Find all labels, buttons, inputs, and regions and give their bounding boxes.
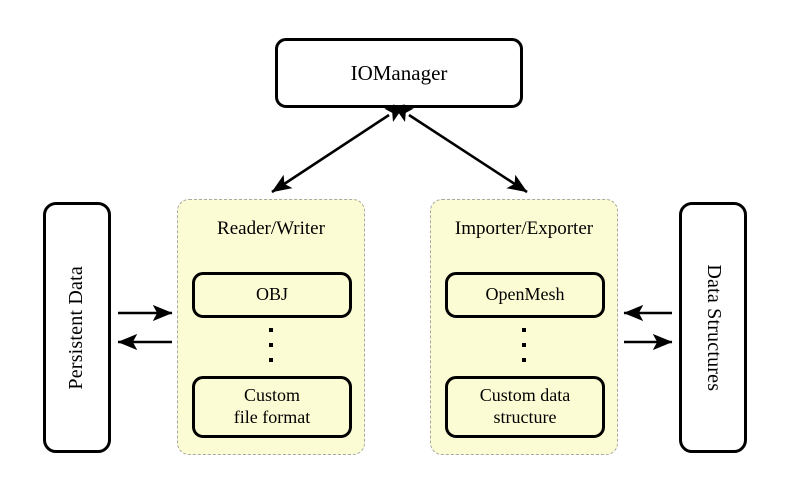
arrow-manager-readerwriter: [271, 104, 406, 194]
panel-item-openmesh-label: OpenMesh: [485, 284, 565, 305]
panel-reader-writer-title: Reader/Writer: [217, 218, 325, 239]
panel-reader-writer: Reader/Writer OBJ Custom file format: [177, 199, 365, 455]
node-persistent-data: Persistent Data: [43, 202, 111, 453]
custom-data-structure-line1: Custom data: [479, 385, 571, 406]
panel-item-custom-data-structure: Custom data structure: [445, 376, 605, 438]
node-persistent-data-label: Persistent Data: [65, 265, 88, 390]
node-data-structures: Data Structures: [679, 202, 747, 453]
custom-file-format-line1: Custom: [243, 385, 300, 406]
panel-item-custom-data-structure-label: Custom data structure: [480, 385, 571, 428]
panel-item-obj: OBJ: [192, 272, 352, 318]
ellipsis-icon-importer-exporter: [431, 328, 617, 362]
panel-importer-exporter-title: Importer/Exporter: [454, 218, 594, 239]
arrow-manager-importerexporter: [392, 104, 528, 194]
node-iomanager-label: IOManager: [350, 60, 448, 85]
ellipsis-icon-reader-writer: [178, 328, 364, 362]
panel-item-obj-label: OBJ: [255, 284, 288, 305]
custom-data-structure-line2: structure: [493, 407, 557, 427]
panel-importer-exporter: Importer/Exporter OpenMesh Custom data s…: [430, 199, 618, 455]
node-iomanager: IOManager: [275, 38, 523, 108]
panel-item-custom-file-format-label: Custom file format: [234, 385, 310, 428]
panel-item-custom-file-format: Custom file format: [192, 376, 352, 438]
panel-item-openmesh: OpenMesh: [445, 272, 605, 318]
custom-file-format-line2: file format: [233, 407, 311, 427]
node-data-structures-label: Data Structures: [702, 264, 725, 391]
